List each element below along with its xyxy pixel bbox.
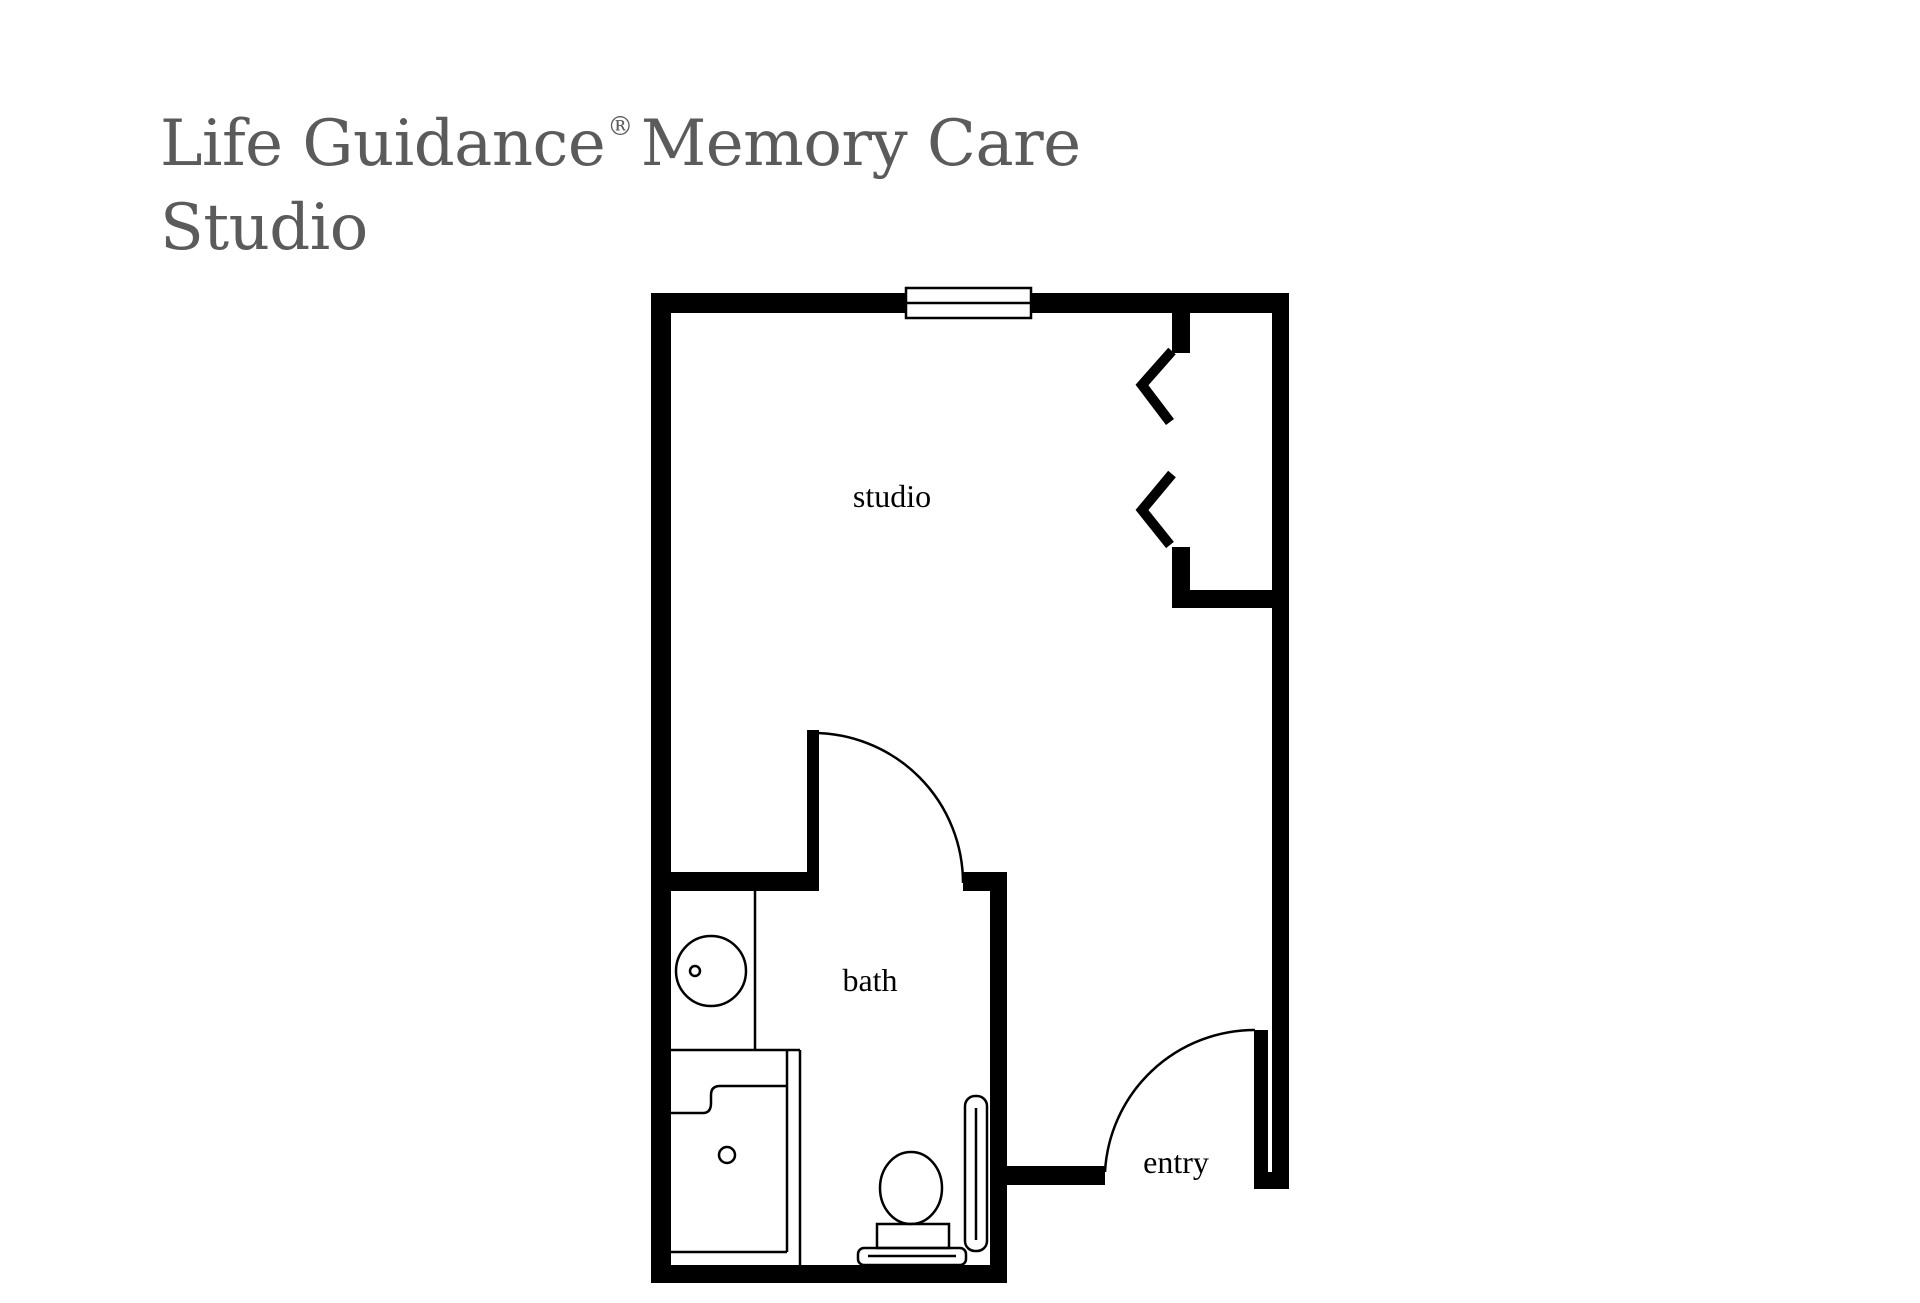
registered-mark: ® (607, 112, 633, 142)
entry-door (1103, 1028, 1256, 1173)
page-title: Life Guidance®Memory Care Studio (160, 112, 1081, 260)
wall-top-left (651, 293, 906, 313)
title-brand: Life Guidance (160, 107, 606, 181)
closet-doors (1135, 347, 1176, 549)
toilet-tank-icon (875, 1222, 951, 1250)
room-label-entry: entry (1143, 1144, 1209, 1180)
bath-wall-top-left (651, 872, 809, 891)
room-label-studio: studio (853, 478, 931, 514)
wall-right (1272, 293, 1289, 1189)
wall-bottom-entry (1005, 1166, 1105, 1185)
bath-wall-door-jamb (807, 730, 819, 891)
wall-entry-stub (1254, 1030, 1268, 1172)
title-line-1: Life Guidance®Memory Care (160, 112, 1081, 176)
closet-wall-top-stub (1172, 310, 1190, 353)
wall-entry-stub-foot (1254, 1172, 1289, 1189)
bath-door (812, 731, 965, 884)
bath-fixtures (671, 891, 989, 1267)
shower-curb (671, 1084, 787, 1115)
bath-door-swing-arc (812, 731, 965, 884)
walls (651, 293, 1289, 1283)
sink-icon (674, 934, 748, 1008)
bath-wall-right (990, 872, 1007, 1283)
title-program: Memory Care (640, 107, 1081, 181)
toilet-bowl-icon (878, 1150, 944, 1226)
toilet-base-icon (856, 1246, 968, 1267)
sink-drain-icon (688, 964, 702, 978)
shower-drain-icon (717, 1145, 737, 1165)
closet-door-lower (1135, 470, 1176, 549)
wall-left (651, 293, 671, 1283)
grab-bar-icon (963, 1094, 989, 1253)
wall-bottom (651, 1265, 1007, 1283)
closet-door-upper (1135, 347, 1176, 426)
closet-wall-bottom (1172, 590, 1277, 608)
wall-top-right (1031, 293, 1289, 313)
entry-door-swing-arc (1103, 1028, 1256, 1173)
title-line-2: Studio (160, 191, 368, 265)
room-label-bath: bath (842, 962, 897, 998)
window (904, 286, 1033, 320)
